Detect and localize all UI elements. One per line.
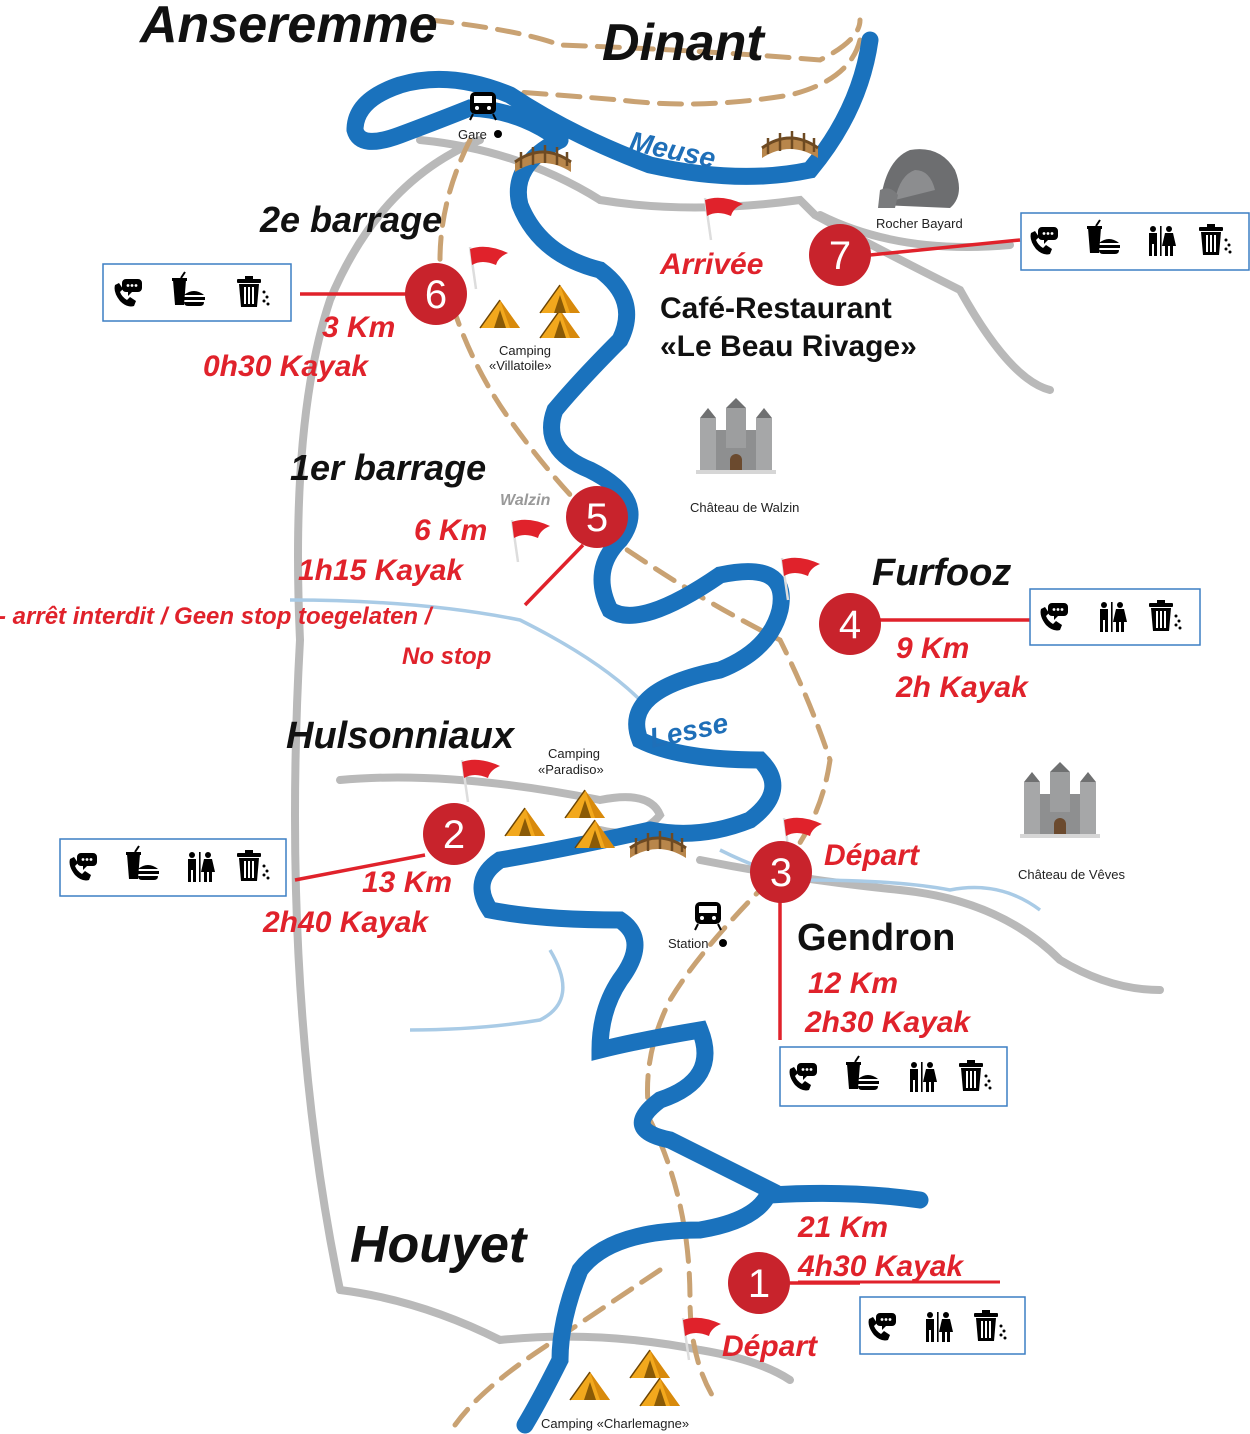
first-barrage-label: 1er barrage: [290, 447, 486, 488]
castle-icon: [1020, 762, 1100, 838]
stop-3-km: 12 Km: [808, 967, 898, 1000]
stop-6-km: 3 Km: [322, 311, 395, 344]
camping-paradiso: Camping «Paradiso»: [504, 746, 616, 849]
tent-icon: [639, 1377, 681, 1407]
station-dot-icon: [719, 939, 727, 947]
meuse-river: [346, 31, 879, 185]
stop-5-notice-line1: - arrêt interdit / Geen stop toegelaten …: [0, 603, 434, 630]
stop-7-venue-line1: Café-Restaurant: [660, 292, 892, 325]
camping-charlemagne: Camping «Charlemagne»: [541, 1349, 689, 1431]
services-box-stop-6: [102, 263, 292, 322]
stop-4-time: 2h Kayak: [895, 671, 1029, 704]
flag-icon: [468, 245, 510, 291]
stop-1-time: 4h30 Kayak: [797, 1250, 964, 1283]
stop-2-km: 13 Km: [362, 866, 452, 899]
stop-4: 4 9 Km 2h Kayak: [819, 593, 1029, 704]
stop-7-flag: Arrivée: [659, 248, 763, 281]
camping-villatoile: Camping «Villatoile»: [479, 284, 581, 373]
stop-1: 1 21 Km 4h30 Kayak Départ: [722, 1211, 964, 1363]
camping-villatoile-line1: Camping: [499, 343, 551, 358]
stop-5-km: 6 Km: [414, 514, 487, 547]
second-barrage-label: 2e barrage: [259, 199, 442, 240]
services-box-stop-4: [1029, 588, 1201, 646]
stop-connectors: [294, 238, 1030, 1285]
stop-5-number: 5: [586, 496, 608, 540]
tent-icon: [479, 299, 521, 329]
stop-3-number: 3: [770, 851, 792, 895]
stop-5: 5 6 Km 1h15 Kayak - arrêt interdit / Gee…: [0, 486, 628, 670]
stop-3-time: 2h30 Kayak: [804, 1006, 971, 1039]
camping-paradiso-line1: Camping: [548, 746, 600, 761]
chateau-walzin-label: Château de Walzin: [690, 500, 799, 515]
stop-7: 7 Arrivée Café-Restaurant «Le Beau Rivag…: [659, 224, 917, 363]
tent-icon: [504, 807, 546, 837]
stop-2: 2 13 Km 2h40 Kayak: [262, 803, 485, 939]
town-houyet: Houyet: [350, 1216, 529, 1274]
stop-1-km: 21 Km: [797, 1211, 888, 1244]
stop-2-number: 2: [443, 813, 465, 857]
stop-3: 3 Départ 12 Km 2h30 Kayak: [750, 839, 971, 1039]
flag-icon: [510, 518, 552, 564]
tent-icon: [629, 1349, 671, 1379]
stop-1-number: 1: [748, 1262, 770, 1306]
services-box-stop-1: [859, 1296, 1026, 1355]
camping-villatoile-line2: «Villatoile»: [489, 358, 552, 373]
chateau-veves-label: Château de Vêves: [1018, 867, 1125, 882]
gare-label: Gare: [458, 127, 487, 142]
hiking-trails: [427, 17, 863, 1428]
station-dot-icon: [494, 130, 502, 138]
tent-icon: [539, 309, 581, 339]
town-gendron: Gendron: [797, 917, 955, 959]
bridge-icon: [760, 129, 820, 160]
services-box-stop-3: [779, 1046, 1008, 1107]
stop-5-notice-line2: No stop: [402, 643, 491, 670]
stop-4-km: 9 Km: [896, 632, 969, 665]
walzin-label: Walzin: [500, 492, 551, 509]
stop-1-flag: Départ: [722, 1330, 819, 1363]
camping-charlemagne-label: Camping «Charlemagne»: [541, 1416, 689, 1431]
camping-paradiso-line2: «Paradiso»: [538, 762, 604, 777]
town-dinant: Dinant: [602, 14, 766, 72]
town-furfooz: Furfooz: [872, 552, 1011, 594]
stop-6: 6 3 Km 0h30 Kayak: [203, 263, 467, 383]
flag-icon: [780, 556, 822, 602]
lesse-river: [473, 131, 790, 1434]
train-icon: [694, 901, 722, 931]
stop-2-time: 2h40 Kayak: [262, 906, 429, 939]
stop-6-time: 0h30 Kayak: [203, 350, 369, 383]
stop-3-flag: Départ: [824, 839, 921, 872]
castle-icon: [696, 398, 776, 474]
services-box-stop-7: [1020, 212, 1250, 271]
tent-icon: [569, 1371, 611, 1401]
town-anseremme: Anseremme: [138, 0, 438, 54]
station-label: Station: [668, 936, 708, 951]
rock-icon: [878, 149, 959, 208]
rocher-bayard-label: Rocher Bayard: [876, 216, 963, 231]
stop-7-number: 7: [829, 234, 851, 278]
tent-icon: [539, 284, 581, 314]
rivers: [346, 31, 929, 1434]
flag-icon: [703, 196, 745, 242]
services-box-stop-2: [59, 838, 287, 897]
stop-4-number: 4: [839, 603, 861, 647]
stop-6-number: 6: [425, 273, 447, 317]
stop-5-time: 1h15 Kayak: [298, 554, 464, 587]
stop-7-venue-line2: «Le Beau Rivage»: [660, 330, 917, 363]
town-hulsonniaux: Hulsonniaux: [286, 715, 516, 757]
